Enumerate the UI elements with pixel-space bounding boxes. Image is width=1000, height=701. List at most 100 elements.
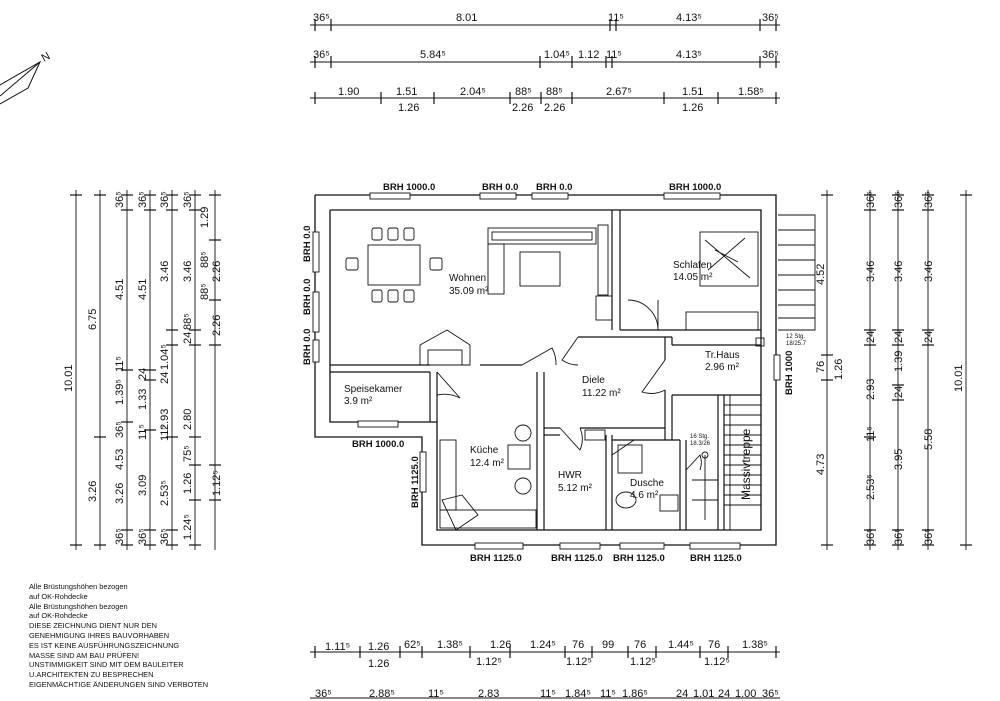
dim-label: 2.93 <box>159 409 171 430</box>
dim-label: 11⁵ <box>606 49 622 61</box>
right-dimension-lines <box>821 190 972 550</box>
dim-label: 1.12⁵ <box>630 656 656 668</box>
note-line: EIGENMÄCHTIGE ÄNDERUNGEN SIND VERBOTEN <box>29 679 209 689</box>
bed-icon <box>699 231 759 287</box>
dim-label: 1.26 <box>368 641 389 653</box>
dim-label: 1.24⁵ <box>182 514 194 540</box>
dim-label: 1.11⁵ <box>325 641 350 653</box>
dim-label: 88⁵ <box>199 283 211 300</box>
brh-label: BRH 1000.0 <box>669 182 721 193</box>
interior-stairs-icon <box>692 395 761 530</box>
dim-label: 36⁵ <box>114 191 126 208</box>
dim-label: 1.51 <box>682 86 703 98</box>
dim-label: 1.39⁵ <box>114 379 126 405</box>
brh-label: BRH 1125.0 <box>690 553 742 564</box>
dim-label: 1.01 <box>693 688 714 700</box>
dim-label: 36⁵ <box>114 421 126 438</box>
dim-label: 24 <box>676 688 688 700</box>
stair-note: 18/25.7 <box>786 341 807 347</box>
dim-label: 4.13⁵ <box>676 12 702 24</box>
dim-label: 1.86⁵ <box>622 688 648 700</box>
stair-label: Massivtreppe <box>739 428 753 500</box>
left-dimension-labels: 10.01 6.75 3.26 36⁵ 4.51 1.39⁵ 11⁵ 36⁵ 4… <box>63 191 223 545</box>
room-name-kueche: Küche <box>470 445 499 456</box>
furniture <box>345 214 816 531</box>
dim-label: 8.01 <box>456 12 477 24</box>
dim-label: 24 <box>893 386 905 398</box>
dim-label: 3.46 <box>865 261 877 282</box>
dim-label: 1.26 <box>833 359 845 380</box>
dim-label: 24 <box>923 331 935 343</box>
north-label: N <box>40 50 53 64</box>
room-area-wohnen: 35.09 m² <box>449 286 489 297</box>
dim-label: 88⁵ <box>199 251 211 268</box>
exterior-walls <box>314 194 777 546</box>
dim-label: 3.46 <box>893 261 905 282</box>
dim-label: 1.33 <box>137 389 149 410</box>
dim-label: 2.67⁵ <box>606 86 632 98</box>
dim-label: 1.04⁵ <box>544 49 570 61</box>
dim-label: 11⁵ <box>428 688 444 700</box>
windows <box>312 192 781 550</box>
doors <box>436 299 702 471</box>
dim-label: 1.12⁵ <box>704 656 730 668</box>
drawing-notes: Alle Brüstungshöhen bezogen auf OK-Rohde… <box>29 582 269 690</box>
dim-label: 1.84⁵ <box>565 688 591 700</box>
dim-label: 1.26 <box>490 639 511 651</box>
dim-label: 36⁵ <box>159 191 171 208</box>
room-name-trhaus: Tr.Haus <box>705 350 740 361</box>
dim-label: 1.12 <box>578 49 599 61</box>
brh-label: BRH 0.0 <box>536 182 572 193</box>
room-name-dusche: Dusche <box>630 478 664 489</box>
dim-label: 36⁵ <box>762 49 779 61</box>
dim-label: 2.93 <box>865 379 877 400</box>
dim-label: 1.26 <box>182 473 194 494</box>
dim-label: 3.46 <box>923 261 935 282</box>
bottom-dimension-labels: 1.11⁵ 1.26 62⁵ 1.38⁵ 1.26 1.24⁵ 76 99 76… <box>315 639 779 700</box>
stair-note: 12 Stg. <box>786 334 805 340</box>
room-area-diele: 11.22 m² <box>582 388 621 399</box>
stair-note: 18.3/26 <box>690 441 711 447</box>
dim-label: 3.09 <box>137 475 149 496</box>
room-area-trhaus: 2.96 m² <box>705 362 740 373</box>
top-dimension-lines <box>310 19 780 104</box>
dim-label: 1.29 <box>199 207 211 228</box>
dim-label: 24 <box>718 688 730 700</box>
dim-label: 11⁵ <box>608 12 624 24</box>
dim-label: 4.53 <box>114 449 126 470</box>
brh-label: BRH 0.0 <box>482 182 518 193</box>
brh-label: BRH 1125.0 <box>470 553 522 564</box>
dim-label: 2.26 <box>211 315 223 336</box>
dim-label: 2.04⁵ <box>460 86 486 98</box>
dim-label: 4.52 <box>815 264 827 285</box>
dim-label: 2.26 <box>211 261 223 282</box>
dim-label: 62⁵ <box>404 639 421 651</box>
dim-label: 1.26 <box>368 658 389 670</box>
dining-table-icon <box>367 244 421 286</box>
note-line: U.ARCHITEKTEN ZU BESPRECHEN <box>29 670 154 680</box>
dim-label: 1.12⁵ <box>566 656 592 668</box>
dim-label: 1.44⁵ <box>668 639 694 651</box>
dim-label: 11⁵ <box>865 426 877 442</box>
dim-label: 36⁵ <box>182 191 194 208</box>
dim-label: 4.51 <box>137 279 149 300</box>
brh-labels: BRH 1000.0 BRH 0.0 BRH 0.0 BRH 1000.0 BR… <box>302 182 795 564</box>
dim-label: 1.51 <box>396 86 417 98</box>
dim-label: 11⁵ <box>600 688 616 700</box>
dim-label: 11⁵ <box>540 688 556 700</box>
dim-label: 2.26 <box>544 102 565 114</box>
note-line: GENEHMIGUNG IHRES BAUVORHABEN <box>29 630 170 640</box>
dim-label: 76 <box>815 361 827 373</box>
sofa-icon <box>487 227 597 245</box>
bottom-dimension-lines <box>310 646 780 699</box>
dim-label: 3.46 <box>182 261 194 282</box>
dim-label: 36⁵ <box>762 12 779 24</box>
exterior-stairs-icon <box>778 214 816 331</box>
dim-label: 24 <box>159 372 171 384</box>
dim-label: 2.88⁵ <box>369 688 395 700</box>
dim-label: 1.38⁵ <box>437 639 463 651</box>
dim-label: 5.84⁵ <box>420 49 446 61</box>
dim-label: 3.26 <box>87 481 99 502</box>
dim-label: 36⁵ <box>313 12 330 24</box>
dim-label: 36⁵ <box>923 528 935 545</box>
